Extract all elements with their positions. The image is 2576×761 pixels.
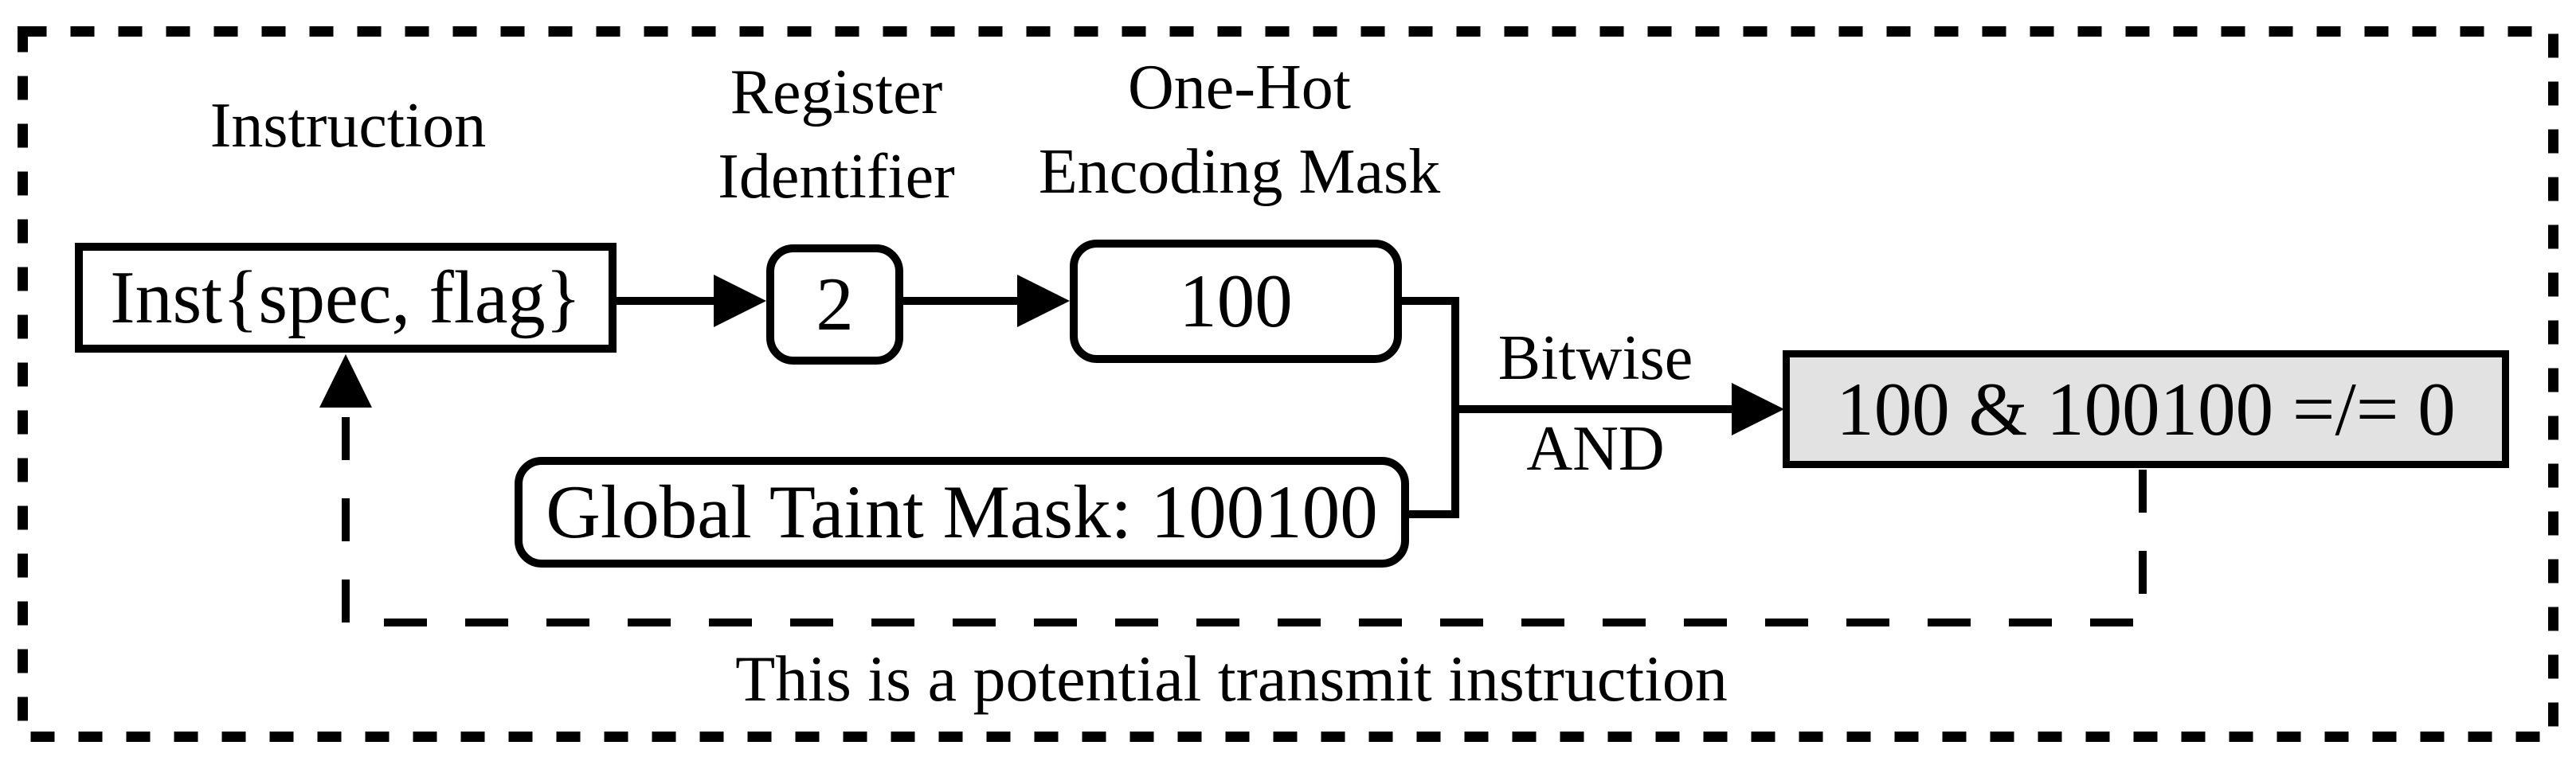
bitwise-and-result-box: 100 & 100100 =/= 0 — [1783, 350, 2509, 468]
register-identifier-label: Register Identifier — [637, 51, 1035, 219]
feedback-arrowhead — [319, 354, 372, 408]
arrow-regid-to-mask-head — [1017, 275, 1070, 327]
register-identifier-box-text: 2 — [816, 262, 854, 346]
instruction-label: Instruction — [209, 91, 487, 161]
one-hot-mask-box-text: 100 — [1179, 259, 1293, 343]
outer-dashed-border — [18, 26, 2558, 742]
arrow-inst-to-regid-head — [714, 275, 766, 327]
bitwise-and-result-box-text: 100 & 100100 =/= 0 — [1836, 366, 2456, 451]
one-hot-encoding-mask-label-line2: Encoding Mask — [1038, 136, 1441, 207]
bitwise-and-label-line1: Bitwise — [1497, 323, 1693, 393]
instruction-box-text: Inst{spec, flag} — [110, 256, 581, 339]
one-hot-mask-box: 100 — [1070, 240, 1402, 363]
register-identifier-label-line1: Register — [730, 57, 943, 127]
arrow-junction-to-result-head — [1732, 383, 1784, 435]
register-identifier-box: 2 — [766, 244, 903, 365]
bitwise-and-label-line2: AND — [1526, 414, 1665, 484]
one-hot-encoding-mask-label-line1: One-Hot — [1128, 53, 1351, 123]
instruction-box: Inst{spec, flag} — [75, 243, 617, 353]
global-taint-mask-box-text: Global Taint Mask: 100100 — [546, 470, 1378, 554]
transmit-instruction-caption: This is a potential transmit instruction — [735, 642, 1728, 715]
dashed-feedback-path — [342, 408, 2147, 626]
one-hot-encoding-mask-label: One-Hot Encoding Mask — [1000, 46, 1478, 214]
register-identifier-label-line2: Identifier — [718, 141, 955, 212]
global-taint-mask-box: Global Taint Mask: 100100 — [515, 457, 1409, 568]
